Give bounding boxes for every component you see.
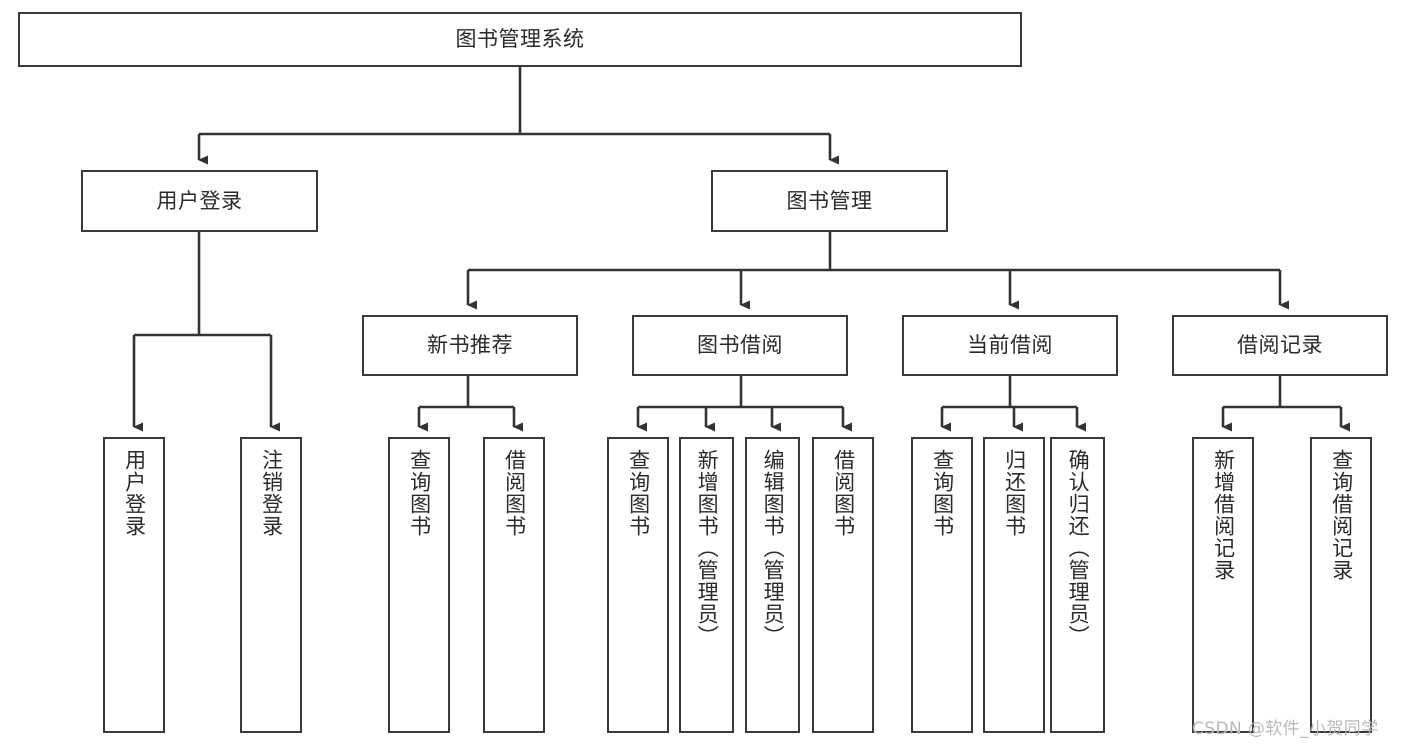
leaf-user-login[interactable]: 用户登录 bbox=[103, 437, 165, 733]
leaf-query-book-current[interactable]: 查询图书 bbox=[911, 437, 973, 733]
leaf-add-borrow-record[interactable]: 新增借阅记录 bbox=[1192, 437, 1254, 733]
leaf-user-logout[interactable]: 注销登录 bbox=[240, 437, 302, 733]
leaf-borrow-book-newbook[interactable]: 借阅图书 bbox=[483, 437, 545, 733]
node-label: 借阅图书 bbox=[831, 449, 856, 537]
edge-currentborrow-to-leaves bbox=[940, 376, 1086, 432]
leaf-edit-book-admin[interactable]: 编辑图书（管理员） bbox=[745, 437, 800, 733]
node-label: 注销登录 bbox=[259, 449, 284, 537]
edge-userlogin-to-leaves bbox=[132, 232, 280, 432]
node-label: 查询图书 bbox=[626, 449, 651, 537]
leaf-add-book-admin[interactable]: 新增图书（管理员） bbox=[679, 437, 734, 733]
leaf-borrow-book-borrow[interactable]: 借阅图书 bbox=[812, 437, 874, 733]
node-label: 查询图书 bbox=[930, 449, 955, 537]
node-new-book-recommend[interactable]: 新书推荐 bbox=[362, 315, 578, 376]
node-user-login[interactable]: 用户登录 bbox=[81, 170, 318, 232]
node-label: 图书借阅 bbox=[697, 333, 783, 358]
node-label: 图书管理系统 bbox=[455, 27, 585, 52]
node-label: 新增图书（管理员） bbox=[695, 449, 720, 647]
node-book-management[interactable]: 图书管理 bbox=[711, 170, 948, 232]
leaf-confirm-return-admin[interactable]: 确认归还（管理员） bbox=[1050, 437, 1105, 733]
node-label: 借阅图书 bbox=[502, 449, 527, 537]
csdn-watermark: CSDN @软件_小贺同学 bbox=[1192, 719, 1379, 739]
edge-bookmanage-to-level3 bbox=[466, 232, 1289, 310]
node-label: 编辑图书（管理员） bbox=[761, 449, 786, 647]
node-label: 查询借阅记录 bbox=[1329, 449, 1354, 581]
edge-newbook-to-leaves bbox=[417, 376, 523, 432]
edge-borrowrecord-to-leaves bbox=[1221, 376, 1350, 432]
node-system-root[interactable]: 图书管理系统 bbox=[18, 12, 1022, 67]
node-label: 借阅记录 bbox=[1237, 333, 1323, 358]
node-label: 归还图书 bbox=[1002, 449, 1027, 537]
node-label: 新书推荐 bbox=[427, 333, 513, 358]
node-book-borrow[interactable]: 图书借阅 bbox=[632, 315, 848, 376]
node-label: 当前借阅 bbox=[967, 333, 1053, 358]
leaf-query-borrow-record[interactable]: 查询借阅记录 bbox=[1310, 437, 1372, 733]
edge-bookborrow-to-leaves bbox=[636, 376, 852, 432]
node-borrow-record[interactable]: 借阅记录 bbox=[1172, 315, 1388, 376]
edge-root-to-level2 bbox=[197, 67, 839, 165]
leaf-return-book[interactable]: 归还图书 bbox=[983, 437, 1045, 733]
node-current-borrow[interactable]: 当前借阅 bbox=[902, 315, 1118, 376]
node-label: 用户登录 bbox=[122, 449, 147, 537]
node-label: 查询图书 bbox=[407, 449, 432, 537]
node-label: 确认归还（管理员） bbox=[1066, 449, 1091, 647]
leaf-query-book-borrow[interactable]: 查询图书 bbox=[607, 437, 669, 733]
node-label: 图书管理 bbox=[786, 188, 873, 213]
node-label: 用户登录 bbox=[156, 188, 243, 213]
leaf-query-book-newbook[interactable]: 查询图书 bbox=[388, 437, 450, 733]
node-label: 新增借阅记录 bbox=[1211, 449, 1236, 581]
